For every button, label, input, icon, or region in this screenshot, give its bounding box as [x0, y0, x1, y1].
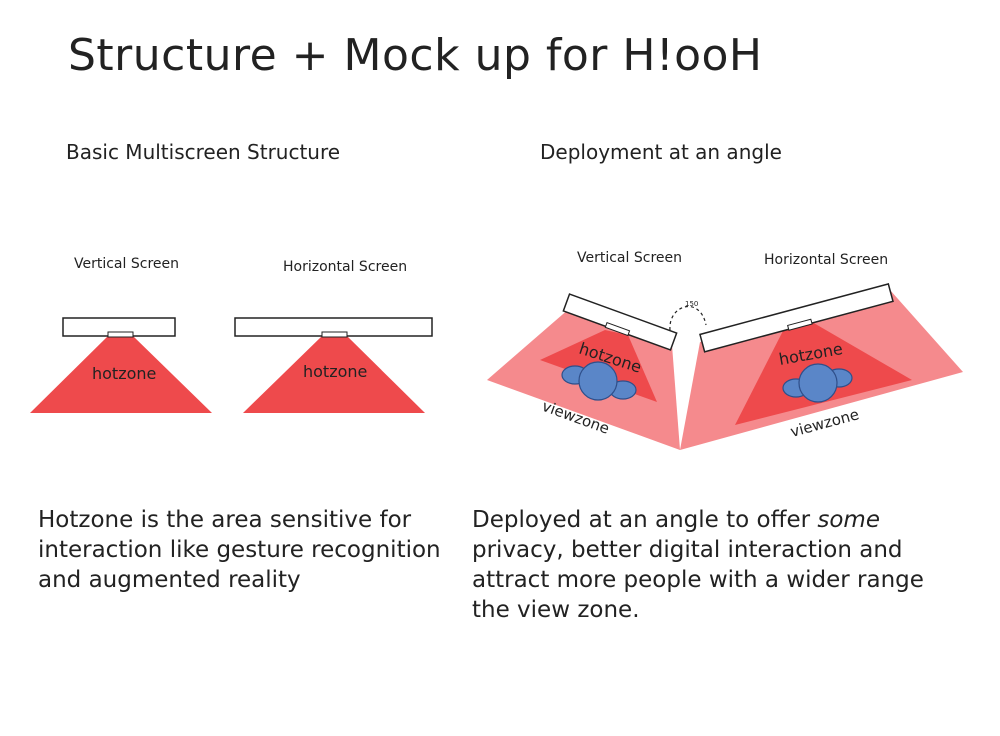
angle-arc — [669, 306, 707, 331]
sensor-horizontal-basic — [321, 331, 348, 338]
person-icon-right — [782, 363, 853, 403]
label-vertical-screen-left: Vertical Screen — [74, 256, 179, 272]
label-horizontal-screen-right: Horizontal Screen — [764, 252, 888, 268]
description-deployment: Deployed at an angle to offer some priva… — [472, 505, 942, 625]
description-hotzone: Hotzone is the area sensitive for intera… — [38, 507, 441, 593]
description-deployment-end: privacy, better digital interaction and … — [472, 537, 924, 623]
label-vertical-screen-right: Vertical Screen — [577, 250, 682, 266]
vertical-screen-angled — [562, 293, 678, 351]
angle-label: 150 — [685, 300, 698, 308]
label-horizontal-screen-left: Horizontal Screen — [283, 259, 407, 275]
person-icon-left — [561, 361, 637, 401]
sensor-vertical-basic — [107, 331, 134, 338]
subhead-basic-structure: Basic Multiscreen Structure — [66, 140, 341, 164]
hotzone-label-vertical-basic: hotzone — [92, 364, 156, 383]
description-deployment-start: Deployed at an angle to offer — [472, 507, 818, 533]
page-title: Structure + Mock up for H!ooH — [68, 30, 763, 81]
horizontal-screen-angled — [699, 283, 894, 353]
hotzone-vertical-basic — [30, 336, 212, 413]
subhead-deployment-angle: Deployment at an angle — [540, 140, 782, 164]
hotzone-horizontal-basic — [243, 336, 425, 413]
hotzone-label-horizontal-basic: hotzone — [303, 362, 367, 381]
description-deployment-emphasis: some — [817, 507, 880, 533]
